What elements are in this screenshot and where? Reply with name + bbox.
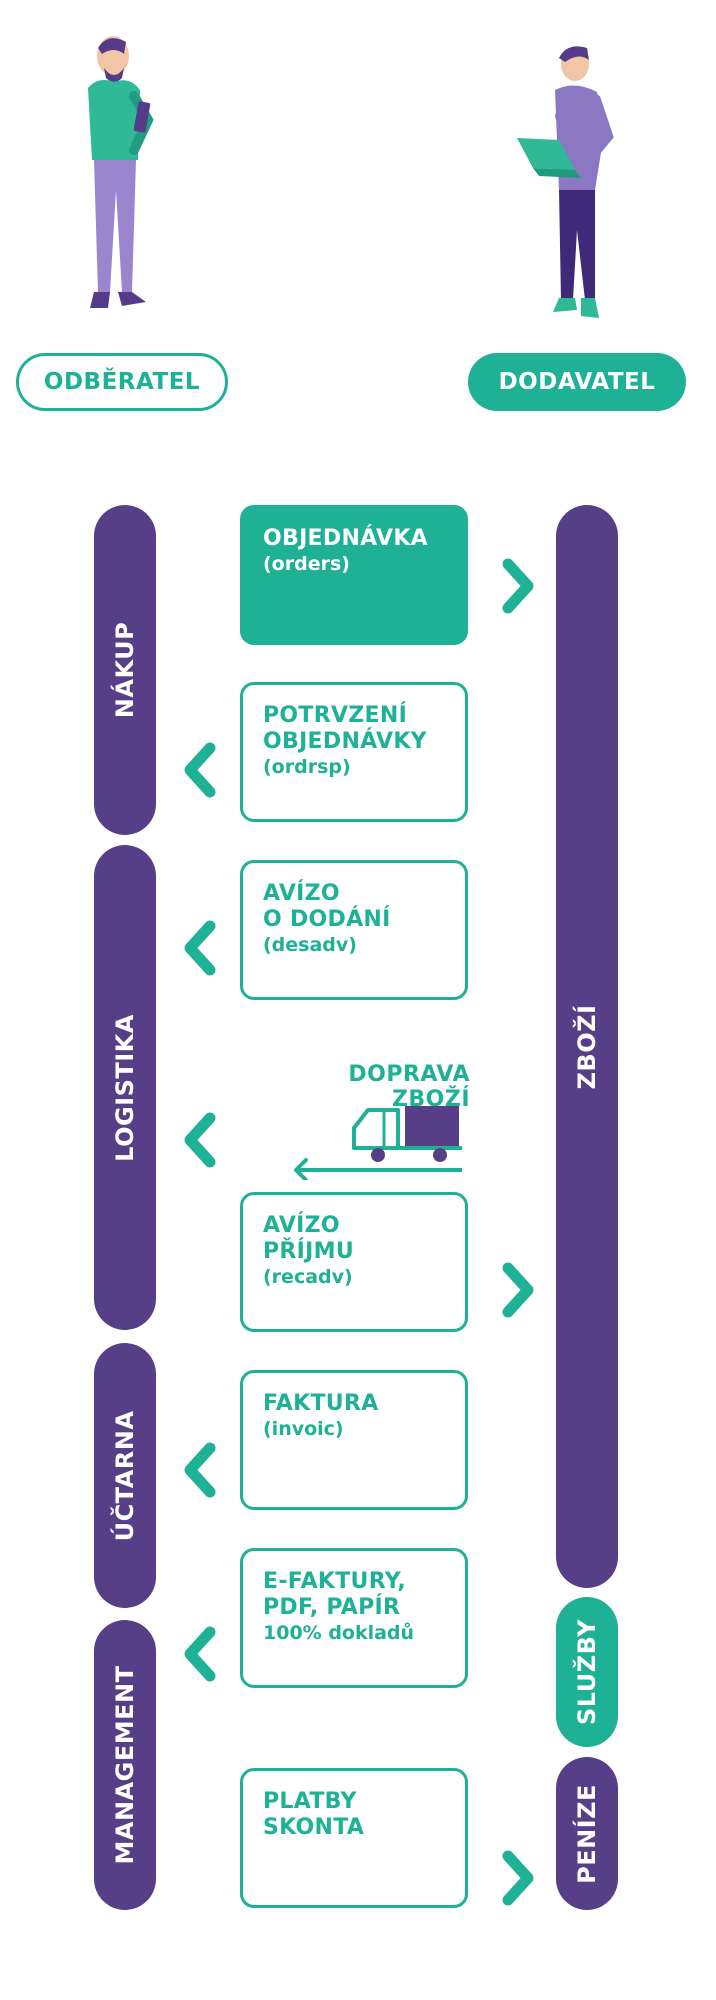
department-label: MANAGEMENT (111, 1665, 139, 1865)
document-code: (ordrsp) (263, 756, 351, 778)
supply-label: ZBOŽÍ (573, 1004, 601, 1089)
chevron-left-icon (184, 1112, 216, 1168)
document-code: (invoic) (263, 1418, 344, 1440)
document-box-efaktury: E-FAKTURY, PDF, PAPÍR 100% dokladů (240, 1548, 468, 1688)
department-bar-uctarna: ÚČTARNA (94, 1343, 156, 1608)
buyer-role-label: ODBĚRATEL (16, 353, 228, 411)
department-bar-logistika: LOGISTIKA (94, 845, 156, 1330)
department-label: LOGISTIKA (111, 1013, 139, 1162)
chevron-left-icon (184, 1626, 216, 1682)
document-box-objednavka: OBJEDNÁVKA (orders) (240, 505, 468, 645)
supply-label: SLUŽBY (573, 1619, 601, 1725)
document-title: PLATBY SKONTA (263, 1789, 365, 1840)
chevron-right-icon (502, 1850, 534, 1906)
document-code: (desadv) (263, 934, 357, 956)
supply-bar-penize: PENÍZE (556, 1757, 618, 1910)
department-bar-nakup: NÁKUP (94, 505, 156, 835)
department-label: ÚČTARNA (111, 1410, 139, 1541)
supply-bar-zbozi: ZBOŽÍ (556, 505, 618, 1588)
department-label: NÁKUP (111, 621, 139, 719)
document-title: AVÍZO O DODÁNÍ (263, 881, 391, 932)
document-box-faktura: FAKTURA (invoic) (240, 1370, 468, 1510)
document-box-avizo-dodani: AVÍZO O DODÁNÍ (desadv) (240, 860, 468, 1000)
document-title: POTRVZENÍ OBJEDNÁVKY (263, 703, 427, 754)
delivery-truck-icon (294, 1106, 462, 1180)
department-bar-management: MANAGEMENT (94, 1620, 156, 1910)
document-box-potvrzeni: POTRVZENÍ OBJEDNÁVKY (ordrsp) (240, 682, 468, 822)
document-title: OBJEDNÁVKA (263, 526, 428, 551)
document-code: 100% dokladů (263, 1622, 415, 1644)
chevron-left-icon (184, 920, 216, 976)
supply-label: PENÍZE (573, 1783, 601, 1884)
person-with-laptop-icon (517, 46, 614, 318)
chevron-right-icon (502, 558, 534, 614)
document-code: (recadv) (263, 1266, 353, 1288)
person-with-tablet-icon (88, 36, 154, 308)
document-box-avizo-prijmu: AVÍZO PŘÍJMU (recadv) (240, 1192, 468, 1332)
document-title: AVÍZO PŘÍJMU (263, 1213, 354, 1264)
chevron-left-icon (184, 1442, 216, 1498)
chevron-right-icon (502, 1262, 534, 1318)
document-title: FAKTURA (263, 1391, 379, 1416)
supplier-role-label: DODAVATEL (468, 353, 686, 411)
document-box-platby: PLATBY SKONTA (240, 1768, 468, 1908)
supply-bar-sluzby: SLUŽBY (556, 1597, 618, 1747)
document-title: E-FAKTURY, PDF, PAPÍR (263, 1569, 406, 1620)
chevron-left-icon (184, 742, 216, 798)
document-code: (orders) (263, 553, 350, 575)
